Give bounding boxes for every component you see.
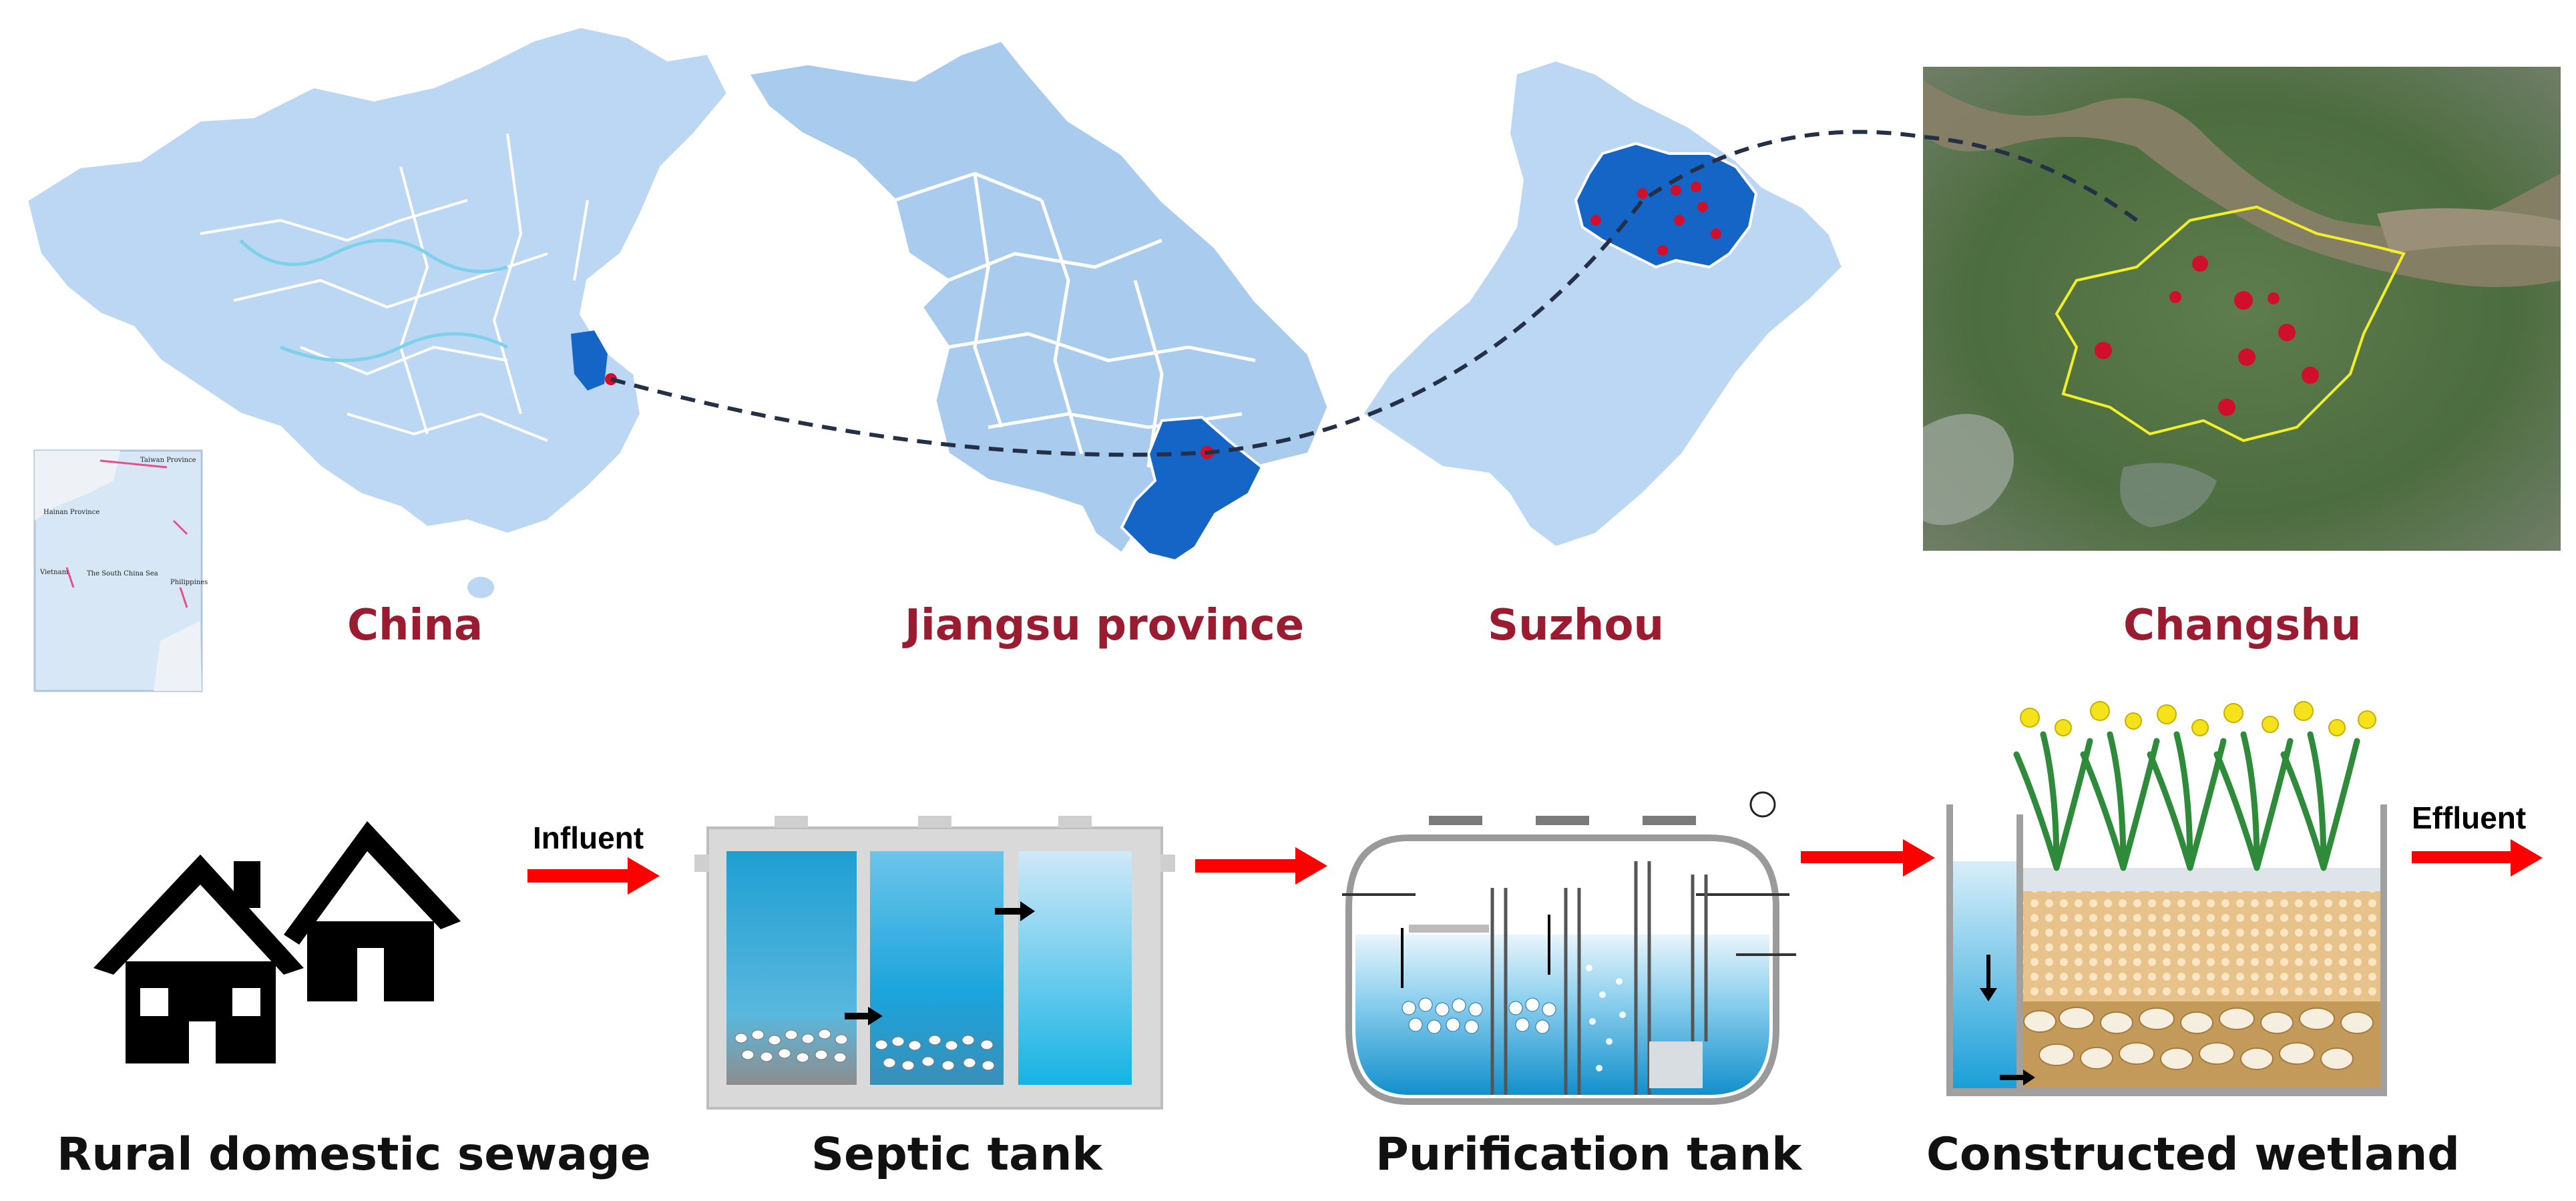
effluent-label: Effluent [2412, 800, 2527, 835]
location-label-suzhou: Suzhou [1488, 601, 1664, 650]
changshu-highlight-on-suzhou [1574, 142, 1758, 269]
step-label-rural-domestic-sewage: Rural domestic sewage [57, 1128, 651, 1181]
changshu-satellite-image [1923, 67, 2561, 551]
suzhou-map [1360, 58, 1845, 549]
step-label-constructed-wetland: Constructed wetland [1926, 1128, 2460, 1181]
influent-label: Influent [533, 820, 644, 855]
constructed-wetland-diagram [1946, 701, 2387, 1096]
houses-icon [93, 821, 461, 1063]
china-map [25, 25, 730, 598]
flow-arrows [527, 839, 2543, 895]
suzhou-highlight-on-jiangsu [1120, 415, 1264, 563]
inset-label: Philippines [170, 579, 208, 586]
jiangsu-map [744, 38, 1331, 563]
location-label-china: China [347, 601, 483, 650]
location-label-jiangsu: Jiangsu province [905, 601, 1305, 650]
purification-tank-diagram [1342, 791, 1796, 1105]
connector-dashed-line [610, 130, 2138, 457]
septic-tank-diagram [694, 816, 1175, 1110]
changshu-boundary [2055, 205, 2406, 443]
inset-label: Taiwan Province [140, 457, 196, 464]
inset-label: Vietnam [39, 569, 69, 576]
south-china-sea-inset: Taiwan Province Hainan Province Vietnam … [33, 449, 208, 692]
jiangsu-highlight-on-china [571, 330, 608, 391]
location-label-changshu: Changshu [2123, 601, 2362, 650]
inset-label: The South China Sea [87, 570, 158, 577]
inset-label: Hainan Province [43, 509, 99, 516]
step-label-purification-tank: Purification tank [1375, 1128, 1802, 1181]
step-label-septic-tank: Septic tank [811, 1128, 1102, 1181]
